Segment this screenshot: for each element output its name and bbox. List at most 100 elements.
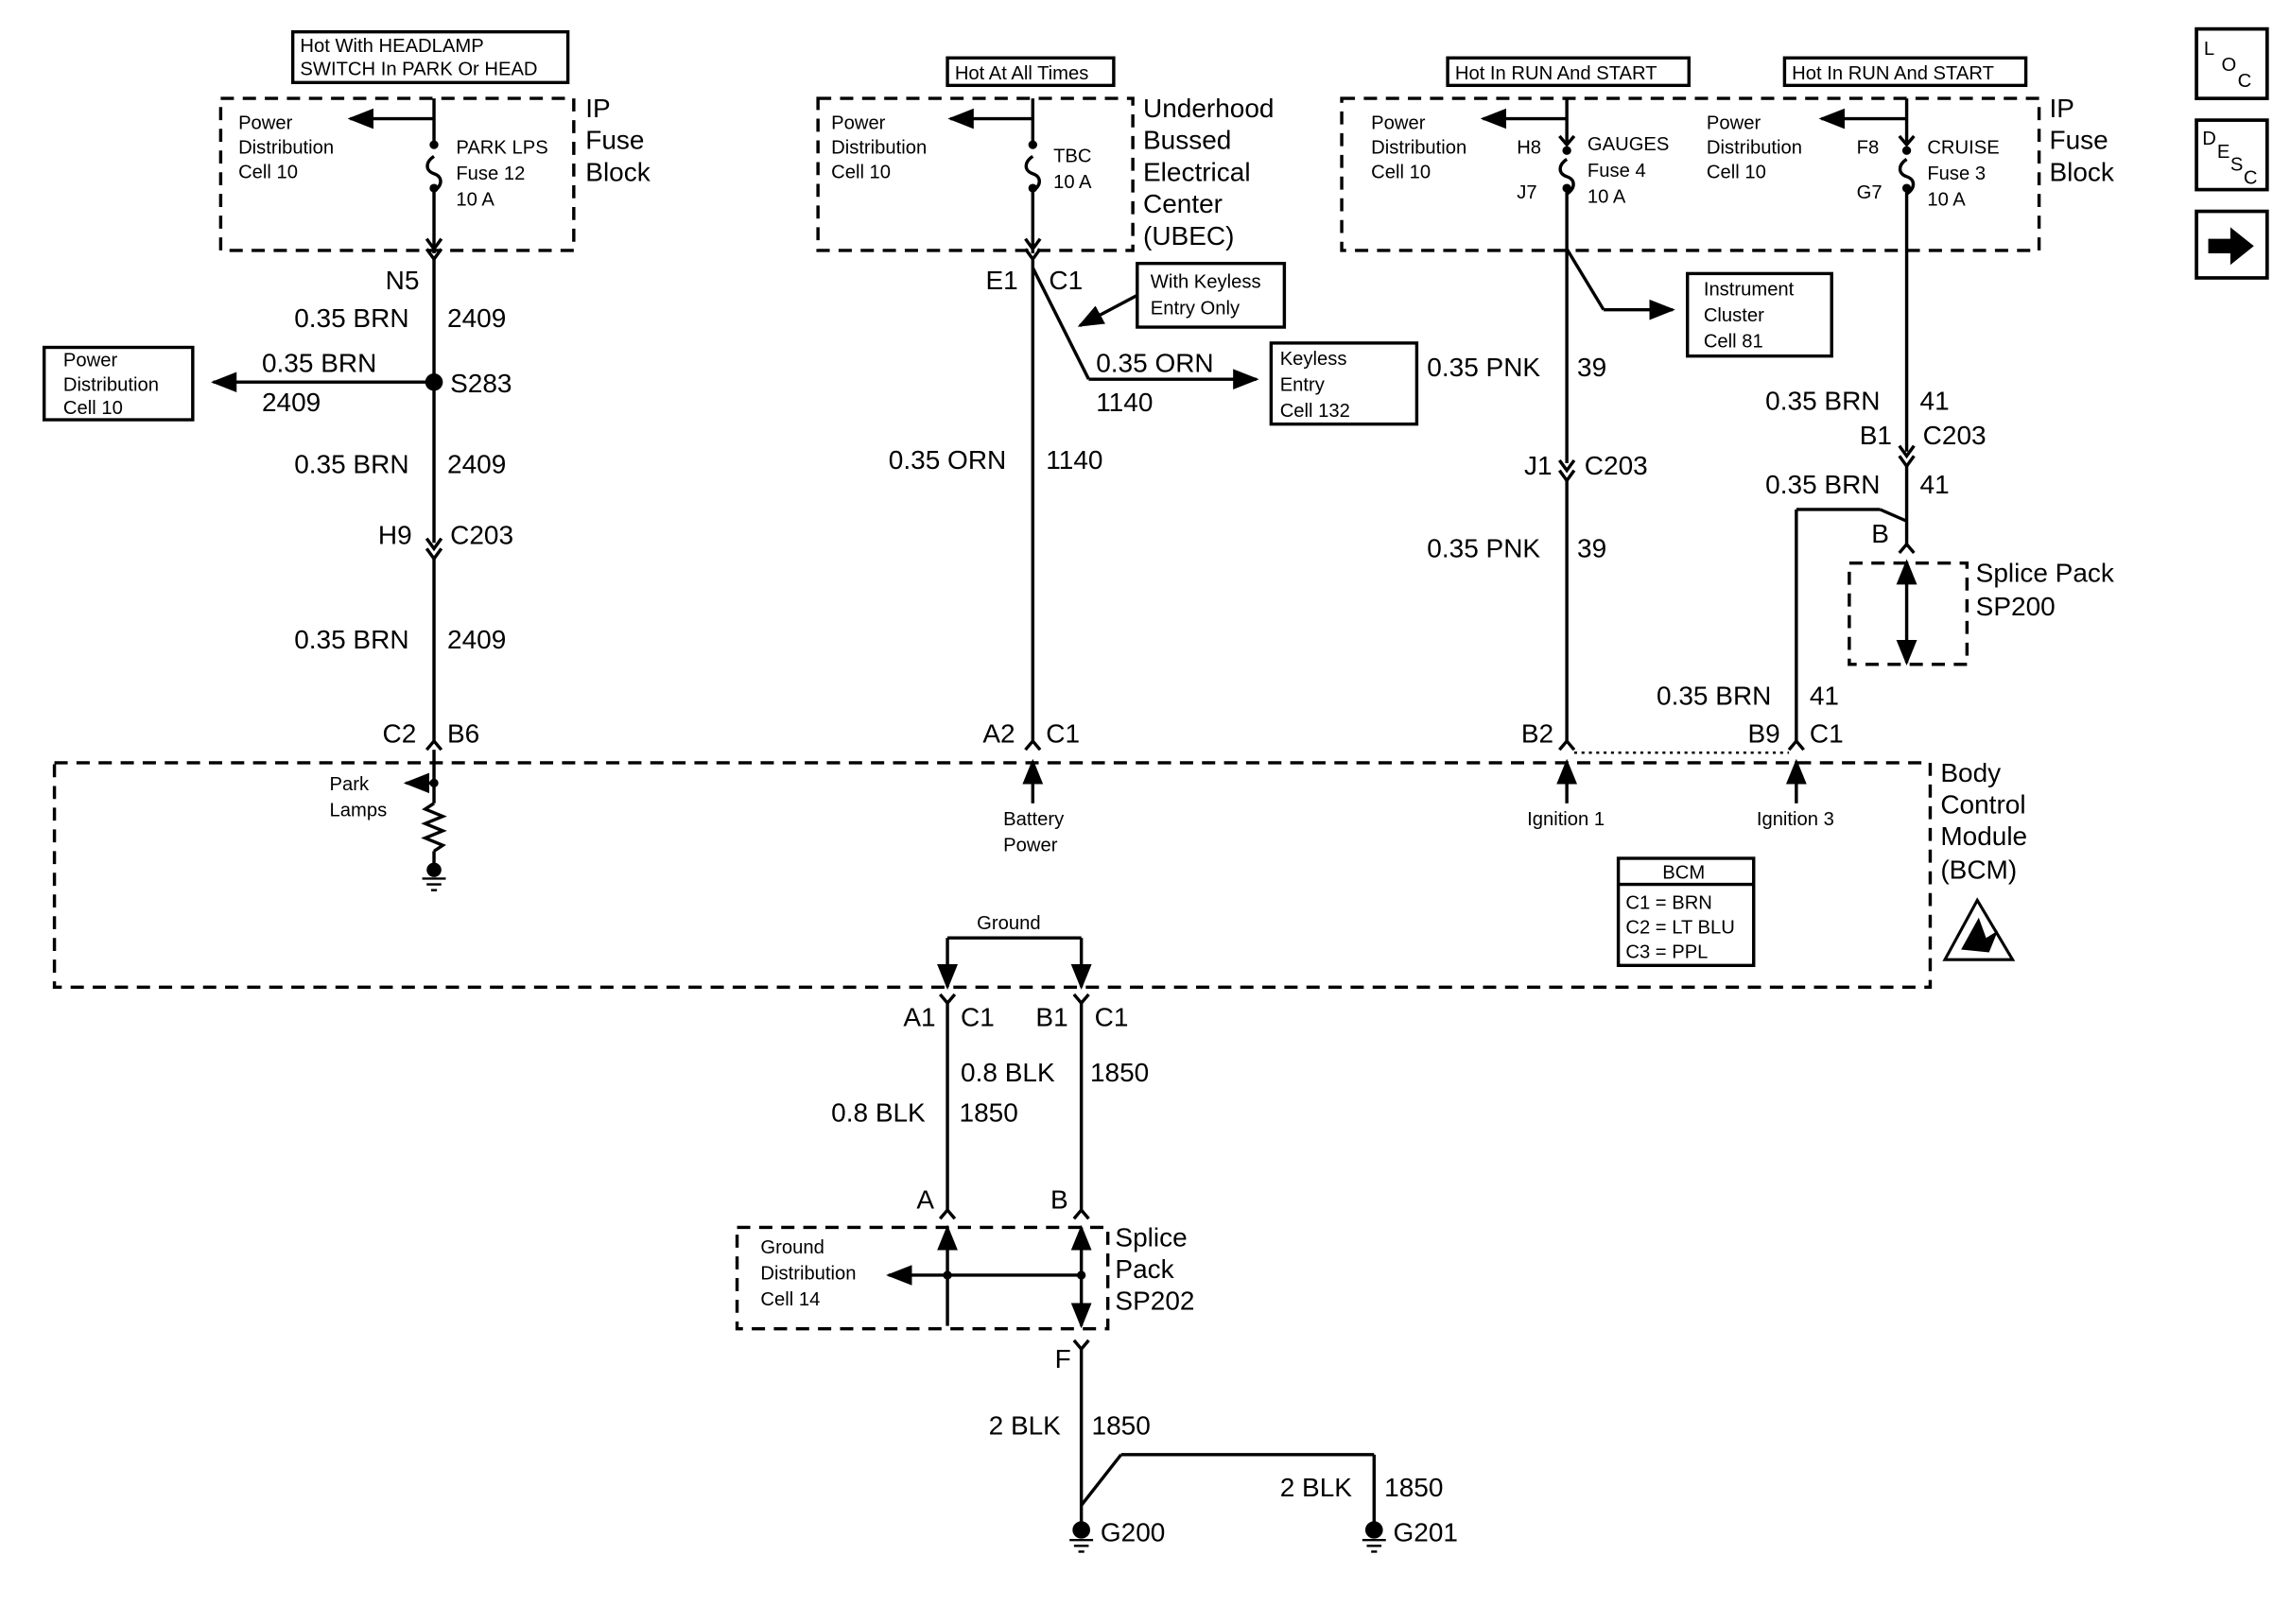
pin-label: B2 <box>1521 719 1553 749</box>
fuse-gauges-label: GAUGES Fuse 4 10 A <box>1588 134 1669 207</box>
ip-fuse-block-outline <box>218 96 576 252</box>
svg-text:Lamps: Lamps <box>330 801 388 821</box>
circuit-number-label: 39 <box>1577 534 1606 563</box>
wire-color-label: 0.35 BRN <box>294 450 408 479</box>
connector-label: C203 <box>1923 421 1987 450</box>
pin-label: J1 <box>1524 451 1553 480</box>
loc-letter: O <box>2222 55 2237 76</box>
connector-label: C203 <box>450 521 513 550</box>
circuit-number-label: 41 <box>1920 387 1950 416</box>
pin-label: B6 <box>447 719 479 749</box>
svg-text:Distribution: Distribution <box>1707 137 1802 158</box>
park-lps-circuit <box>210 98 443 752</box>
svg-text:Ground: Ground <box>760 1237 824 1258</box>
ignition3-label: Ignition 3 <box>1757 809 1834 830</box>
svg-text:Center: Center <box>1143 189 1223 218</box>
svg-text:Module: Module <box>1940 821 2027 851</box>
fuse-cruise-label: CRUISE Fuse 3 10 A <box>1927 137 1999 210</box>
wire-color-label: 0.35 BRN <box>294 303 408 333</box>
svg-text:Underhood: Underhood <box>1143 94 1275 123</box>
circuit-number-label: 1850 <box>1384 1473 1443 1502</box>
ubec-outline <box>816 96 1135 252</box>
svg-text:10 A: 10 A <box>456 190 495 211</box>
fuse-icon <box>425 154 442 193</box>
pin-label: A1 <box>903 1003 935 1032</box>
ground-circuit <box>886 993 1377 1523</box>
ground-label: G200 <box>1101 1518 1165 1547</box>
ground-label: Ground <box>977 913 1040 934</box>
wire-color-label: 0.8 BLK <box>961 1058 1055 1087</box>
svg-text:Distribution: Distribution <box>760 1264 856 1285</box>
ground-label: G201 <box>1394 1518 1458 1547</box>
ubec-label: Underhood Bussed Electrical Center (UBEC… <box>1143 94 1275 250</box>
circuit-number-label: 41 <box>1810 682 1839 711</box>
desc-button[interactable]: D E S C <box>2195 118 2269 192</box>
instrument-cluster-ref-box[interactable]: Instrument Cluster Cell 81 <box>1686 271 1833 358</box>
splice-pack-sp202-label: Splice Pack SP202 <box>1115 1223 1194 1316</box>
bcm-label: Body Control Module (BCM) <box>1940 758 2027 884</box>
svg-text:Power: Power <box>831 112 886 133</box>
pin-label: E1 <box>986 266 1018 295</box>
run-start-hot-tag: Hot In RUN And START <box>1782 56 2028 88</box>
bcm-internal-ground <box>937 936 1092 990</box>
circuit-number-label: 1850 <box>960 1098 1018 1128</box>
loc-button[interactable]: L O C <box>2195 26 2269 100</box>
svg-text:Block: Block <box>2049 158 2114 187</box>
svg-text:Fuse: Fuse <box>2049 126 2108 155</box>
connector-label: C1 <box>1046 719 1080 749</box>
pin-label: H9 <box>378 521 412 550</box>
ground-icon <box>1364 1521 1383 1539</box>
svg-text:Cell 10: Cell 10 <box>1371 162 1431 182</box>
circuit-number-label: 41 <box>1920 470 1950 499</box>
ground-distribution-ref[interactable]: Ground Distribution Cell 14 <box>760 1237 856 1310</box>
wire-color-label: 0.35 ORN <box>1096 349 1213 378</box>
wire-color-label: 0.35 PNK <box>1427 534 1540 563</box>
svg-text:Keyless: Keyless <box>1280 349 1347 370</box>
svg-text:Control: Control <box>1940 790 2025 820</box>
svg-text:Entry Only: Entry Only <box>1151 298 1240 319</box>
svg-text:Cell 10: Cell 10 <box>831 162 891 182</box>
svg-text:Cell 81: Cell 81 <box>1704 332 1763 353</box>
svg-text:With Keyless: With Keyless <box>1151 272 1261 293</box>
circuit-number-label: 39 <box>1577 353 1606 382</box>
connector-label: C1 <box>1049 266 1083 295</box>
run-start-hot-tag: Hot In RUN And START <box>1446 56 1691 88</box>
circuit-number-label: 1140 <box>1046 445 1102 475</box>
wire-color-label: 2 BLK <box>1280 1473 1353 1502</box>
svg-text:(BCM): (BCM) <box>1940 855 2017 885</box>
fuse-park-label: PARK LPS Fuse 12 10 A <box>456 137 547 210</box>
svg-text:10 A: 10 A <box>1053 172 1092 193</box>
svg-text:Instrument: Instrument <box>1704 280 1795 301</box>
wire-color-label: 0.35 ORN <box>889 445 1006 475</box>
power-distribution-ref: Power Distribution Cell 10 <box>1707 112 1802 182</box>
park-lamps-internal <box>403 750 447 891</box>
pin-label: J7 <box>1517 182 1536 203</box>
bcm-outline <box>52 761 1933 989</box>
park-lamps-label: Park Lamps <box>330 774 388 821</box>
svg-text:Cell 132: Cell 132 <box>1280 401 1350 422</box>
bcm-connector-legend: BCM C1 = BRN C2 = LT BLU C3 = PPL <box>1616 856 1756 967</box>
svg-text:Hot With HEADLAMP: Hot With HEADLAMP <box>300 36 483 57</box>
keyless-entry-ref-box[interactable]: Keyless Entry Cell 132 <box>1269 341 1419 426</box>
svg-text:Entry: Entry <box>1280 375 1325 396</box>
svg-text:Distribution: Distribution <box>1371 137 1466 158</box>
loc-letter: L <box>2204 39 2214 60</box>
circuit-number-label: 2409 <box>447 625 506 654</box>
svg-text:Distribution: Distribution <box>63 375 159 396</box>
svg-text:Battery: Battery <box>1003 809 1064 830</box>
connector-label: C1 <box>1810 719 1844 749</box>
power-distribution-ref: Power Distribution Cell 10 <box>1371 112 1466 182</box>
svg-text:IP: IP <box>585 94 610 123</box>
next-button[interactable] <box>2195 209 2269 280</box>
svg-text:Cluster: Cluster <box>1704 305 1764 326</box>
splice-pack-sp202-outline <box>735 1225 1110 1331</box>
cruise-circuit <box>1573 98 1917 754</box>
ignition1-label: Ignition 1 <box>1527 809 1605 830</box>
power-distribution-ref-box[interactable]: Power Distribution Cell 10 <box>42 345 195 422</box>
legend-entry: C2 = LT BLU <box>1625 918 1735 939</box>
svg-text:Power: Power <box>63 351 118 371</box>
connector-label: C1 <box>1095 1003 1129 1032</box>
wire-color-label: 0.35 BRN <box>1765 470 1880 499</box>
svg-text:PARK LPS: PARK LPS <box>456 137 547 158</box>
